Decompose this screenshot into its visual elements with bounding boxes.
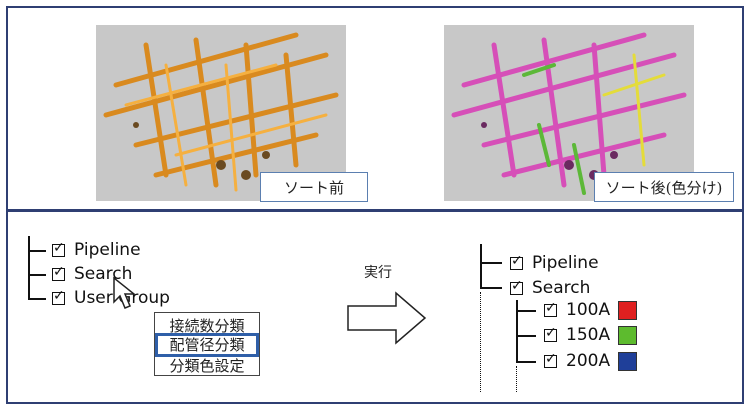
before-caption: ソート前 bbox=[260, 172, 368, 202]
tree-item-label: Search bbox=[74, 264, 133, 284]
right-tree-branch bbox=[480, 262, 502, 264]
tree-item-label: Pipeline bbox=[74, 240, 141, 260]
checkbox[interactable] bbox=[52, 264, 65, 281]
render-before bbox=[96, 25, 346, 201]
render-after bbox=[444, 25, 694, 201]
tree-item-label: Pipeline bbox=[532, 253, 599, 273]
section-divider bbox=[6, 209, 744, 212]
tree-item-label: 150A bbox=[566, 325, 611, 345]
menu-item-connection-count[interactable]: 接続数分類 bbox=[169, 317, 245, 335]
checkbox[interactable] bbox=[52, 288, 65, 305]
mouse-cursor-icon bbox=[113, 276, 137, 309]
tree-item-pipeline[interactable]: Pipeline bbox=[510, 253, 599, 273]
left-tree-branch bbox=[28, 298, 46, 300]
pipe-model-before bbox=[103, 32, 339, 192]
checkbox[interactable] bbox=[52, 240, 65, 257]
tree-item-label: 200A bbox=[566, 351, 611, 371]
left-tree-trunk bbox=[28, 236, 30, 298]
tree-item-search[interactable]: Search bbox=[510, 278, 590, 298]
tree-item-pipeline[interactable]: Pipeline bbox=[52, 240, 141, 260]
checkbox[interactable] bbox=[510, 253, 523, 270]
tree-item-label: 100A bbox=[566, 300, 611, 320]
sub-tree-branch bbox=[516, 361, 536, 363]
tree-item-150a[interactable]: 150A bbox=[544, 325, 638, 345]
color-swatch-blue bbox=[618, 351, 638, 371]
tree-item-200a[interactable]: 200A bbox=[544, 351, 638, 371]
color-swatch-green bbox=[618, 325, 638, 345]
right-arrow-icon bbox=[347, 291, 427, 345]
sub-tree-branch bbox=[516, 335, 536, 337]
checkbox[interactable] bbox=[544, 351, 557, 368]
sub-tree-trunk bbox=[516, 300, 518, 362]
checkbox[interactable] bbox=[544, 325, 557, 342]
checkbox[interactable] bbox=[510, 278, 523, 295]
tree-item-label: Search bbox=[532, 278, 591, 298]
left-tree-branch bbox=[28, 250, 46, 252]
right-tree-branch bbox=[480, 287, 502, 289]
tree-item-100a[interactable]: 100A bbox=[544, 300, 638, 320]
menu-item-color-setting[interactable]: 分類色設定 bbox=[169, 357, 245, 375]
checkbox[interactable] bbox=[544, 300, 557, 317]
pipe-model-after bbox=[451, 32, 687, 195]
color-swatch-red bbox=[618, 300, 638, 320]
tree-item-user-group[interactable]: User Group bbox=[52, 288, 170, 308]
right-tree-trunk bbox=[480, 244, 482, 288]
right-tree-trunk-dots bbox=[480, 292, 481, 392]
tree-item-search[interactable]: Search bbox=[52, 264, 132, 284]
menu-item-pipe-diameter[interactable]: 配管径分類 bbox=[155, 333, 259, 357]
context-menu: 接続数分類 配管径分類 分類色設定 bbox=[154, 312, 260, 376]
left-tree-branch bbox=[28, 274, 46, 276]
sub-tree-branch bbox=[516, 310, 536, 312]
sub-tree-trunk-dots bbox=[516, 366, 517, 392]
execute-label: 実行 bbox=[364, 265, 392, 281]
after-caption: ソート後(色分け) bbox=[594, 172, 734, 202]
